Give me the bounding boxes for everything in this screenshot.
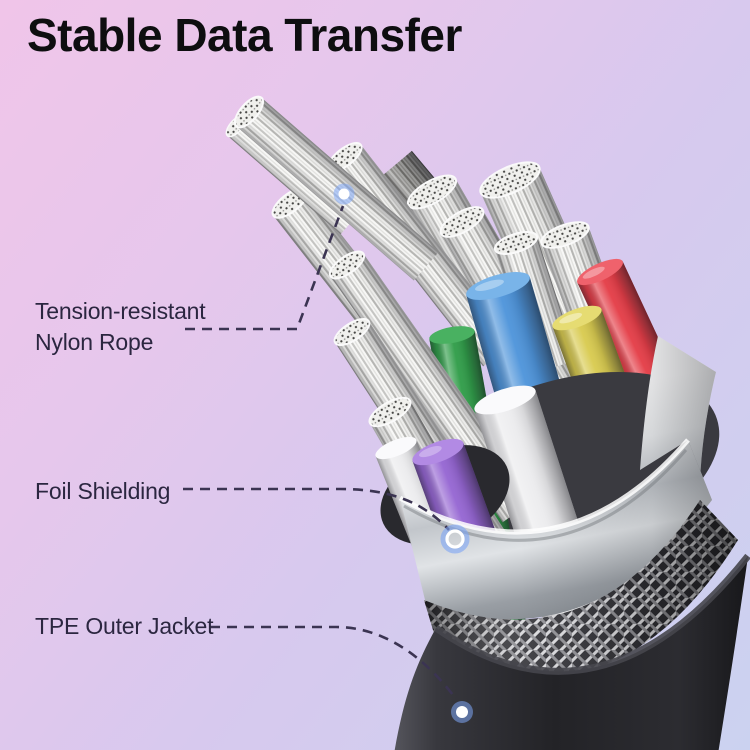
label-nylon-line2: Nylon Rope: [35, 329, 154, 355]
jacket-graphic: [394, 553, 750, 750]
braid-shield-graphic: [424, 500, 738, 679]
label-nylon-line1: Tension-resistant: [35, 298, 206, 324]
foil-shield-graphic: [398, 336, 716, 620]
jacket-marker: [451, 701, 473, 723]
label-nylon-rope: Tension-resistant Nylon Rope: [35, 296, 206, 358]
callout-line-foil: [183, 487, 450, 531]
label-jacket-line1: TPE Outer Jacket: [35, 613, 214, 639]
label-tpe-outer-jacket: TPE Outer Jacket: [35, 611, 214, 642]
foil-marker: [440, 524, 470, 554]
wire-purple: [412, 438, 496, 551]
callout-line-jacket: [210, 625, 458, 700]
nylon-rope-marker: [333, 183, 355, 205]
label-foil-line1: Foil Shielding: [35, 478, 171, 504]
callout-line-nylon: [185, 205, 345, 331]
label-foil-shielding: Foil Shielding: [35, 476, 170, 507]
page-title: Stable Data Transfer: [27, 9, 462, 61]
